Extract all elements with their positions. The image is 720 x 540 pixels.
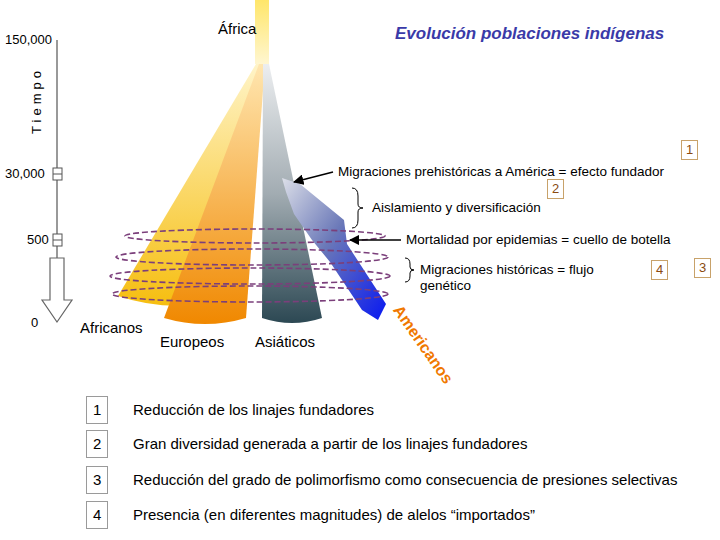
gene-flow-ring xyxy=(110,268,390,284)
axis-break xyxy=(53,234,62,246)
brace xyxy=(352,188,363,228)
population-label: Asiáticos xyxy=(255,333,315,350)
node-text: 1 xyxy=(686,143,693,157)
node-text: 1 xyxy=(93,402,101,419)
european-lineage xyxy=(164,64,265,324)
key-number-box: 3 xyxy=(86,466,108,494)
gene-flow-ring xyxy=(125,229,385,243)
key-text: Reducción de los linajes fundadores xyxy=(133,401,374,418)
node-text: 4 xyxy=(93,507,101,524)
leader-arrow xyxy=(350,239,401,241)
axis-value: 30,000 xyxy=(5,167,45,182)
node-text: 3 xyxy=(699,261,706,275)
node-text: 2 xyxy=(93,436,101,453)
key-number-box: 2 xyxy=(86,430,108,458)
axis-value: 150,000 xyxy=(5,33,52,48)
node-text: 3 xyxy=(93,472,101,489)
population-label: Africanos xyxy=(80,319,143,336)
callout-number: 2 xyxy=(547,179,564,199)
axis-break xyxy=(53,168,62,180)
diagram-title: Evolución poblaciones indígenas xyxy=(395,24,664,44)
key-text: Gran diversidad generada a partir de los… xyxy=(133,435,527,452)
node-text: 2 xyxy=(552,182,559,196)
axis-break xyxy=(53,174,62,175)
axis-value: 0 xyxy=(31,316,38,331)
event-label: Migraciones históricas = flujo genético xyxy=(420,262,640,293)
key-number-box: 1 xyxy=(86,396,108,424)
callout-number: 4 xyxy=(651,260,668,280)
africa-trunk xyxy=(255,0,269,64)
event-label: Aislamiento y diversificación xyxy=(372,200,541,216)
origin-label: África xyxy=(218,20,256,37)
key-number-box: 4 xyxy=(86,501,108,529)
callout-number: 1 xyxy=(681,140,698,160)
gene-flow-ring xyxy=(112,286,388,302)
population-label: Europeos xyxy=(160,333,224,350)
event-label: Migraciones prehistóricas a América = ef… xyxy=(338,164,664,180)
axis-value: 500 xyxy=(27,233,49,248)
brace xyxy=(405,258,414,282)
key-text: Presencia (en diferentes magnitudes) de … xyxy=(133,506,535,523)
axis-title: Tiempo xyxy=(30,67,45,134)
population-label: Americanos xyxy=(389,302,457,388)
callout-number: 3 xyxy=(694,258,711,278)
key-text: Reducción del grado de polimorfismo como… xyxy=(133,471,677,488)
time-axis xyxy=(56,40,57,258)
time-arrow xyxy=(42,258,72,322)
leader-arrow xyxy=(294,172,333,182)
axis-break xyxy=(53,240,62,241)
event-label: Mortalidad por epidemias = cuello de bot… xyxy=(406,232,671,248)
node-text: 4 xyxy=(656,263,663,277)
gene-flow-ring xyxy=(116,249,388,265)
